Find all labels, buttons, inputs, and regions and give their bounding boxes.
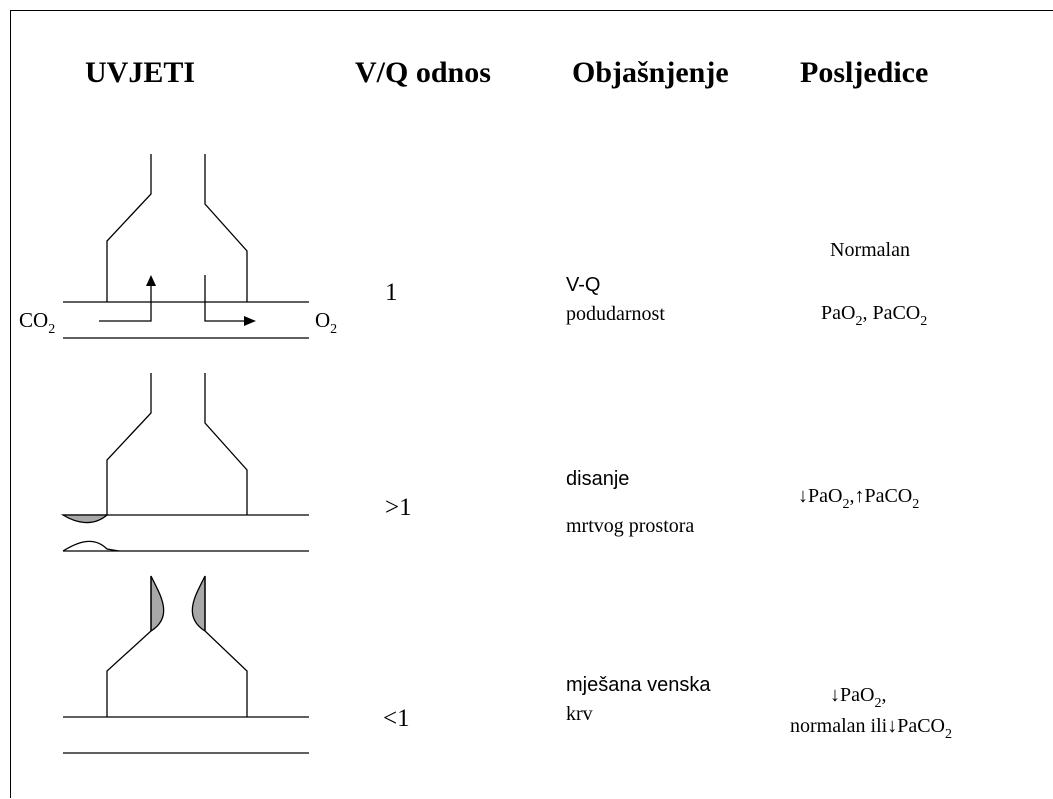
capillary-obstruction-upper bbox=[60, 514, 109, 524]
o2-flow-arrow bbox=[204, 275, 246, 322]
consequence-row3-line1: ↓PaO2, bbox=[830, 684, 886, 711]
vq-diagram: UVJETI V/Q odnos Objašnjenje Posljedice … bbox=[19, 56, 952, 754]
o2-label: O2 bbox=[315, 308, 337, 337]
ratio-row2: >1 bbox=[385, 494, 412, 521]
o2-arrowhead bbox=[244, 316, 256, 326]
capillary-obstruction-lower bbox=[62, 540, 120, 552]
consequence-row1-line2: PaO2, PaCO2 bbox=[821, 302, 927, 329]
ratio-row1: 1 bbox=[385, 279, 398, 306]
alveolus-capillary-normal bbox=[63, 154, 309, 339]
ratio-row3: <1 bbox=[383, 705, 410, 732]
explanation-row1-line1: V-Q bbox=[566, 274, 600, 296]
diagram-slide: UVJETI V/Q odnos Objašnjenje Posljedice … bbox=[10, 10, 1053, 798]
explanation-row1-line2: podudarnost bbox=[566, 303, 665, 325]
header-consequences: Posljedice bbox=[800, 56, 928, 89]
alveolus-capillary-dead-space bbox=[60, 373, 309, 552]
airway-left-wall bbox=[106, 576, 152, 717]
header-explanation: Objašnjenje bbox=[572, 56, 729, 89]
header-conditions: UVJETI bbox=[85, 56, 195, 89]
explanation-row2-line2: mrtvog prostora bbox=[566, 515, 694, 537]
airway-obstruction-right bbox=[191, 575, 206, 633]
explanation-row3-line1: mješana venska bbox=[566, 674, 711, 696]
explanation-row2-line1: disanje bbox=[566, 468, 629, 490]
explanation-row3-line2: krv bbox=[566, 703, 593, 725]
airway-right-wall bbox=[204, 373, 248, 515]
co2-arrowhead bbox=[146, 275, 156, 286]
consequence-row1-line1: Normalan bbox=[830, 239, 910, 261]
airway-obstruction-left bbox=[150, 575, 165, 633]
airway-right-wall bbox=[204, 154, 248, 302]
airway-right-wall bbox=[204, 576, 248, 717]
co2-label: CO2 bbox=[19, 308, 55, 337]
alveolus-capillary-shunt bbox=[63, 575, 309, 754]
airway-left-wall bbox=[106, 373, 152, 515]
co2-flow-arrow bbox=[99, 284, 152, 322]
airway-left-wall bbox=[106, 154, 152, 302]
consequence-row3-line2: normalan ili↓PaCO2 bbox=[790, 715, 952, 742]
consequence-row2: ↓PaO2,↑PaCO2 bbox=[798, 485, 919, 512]
header-ratio: V/Q odnos bbox=[355, 56, 491, 89]
